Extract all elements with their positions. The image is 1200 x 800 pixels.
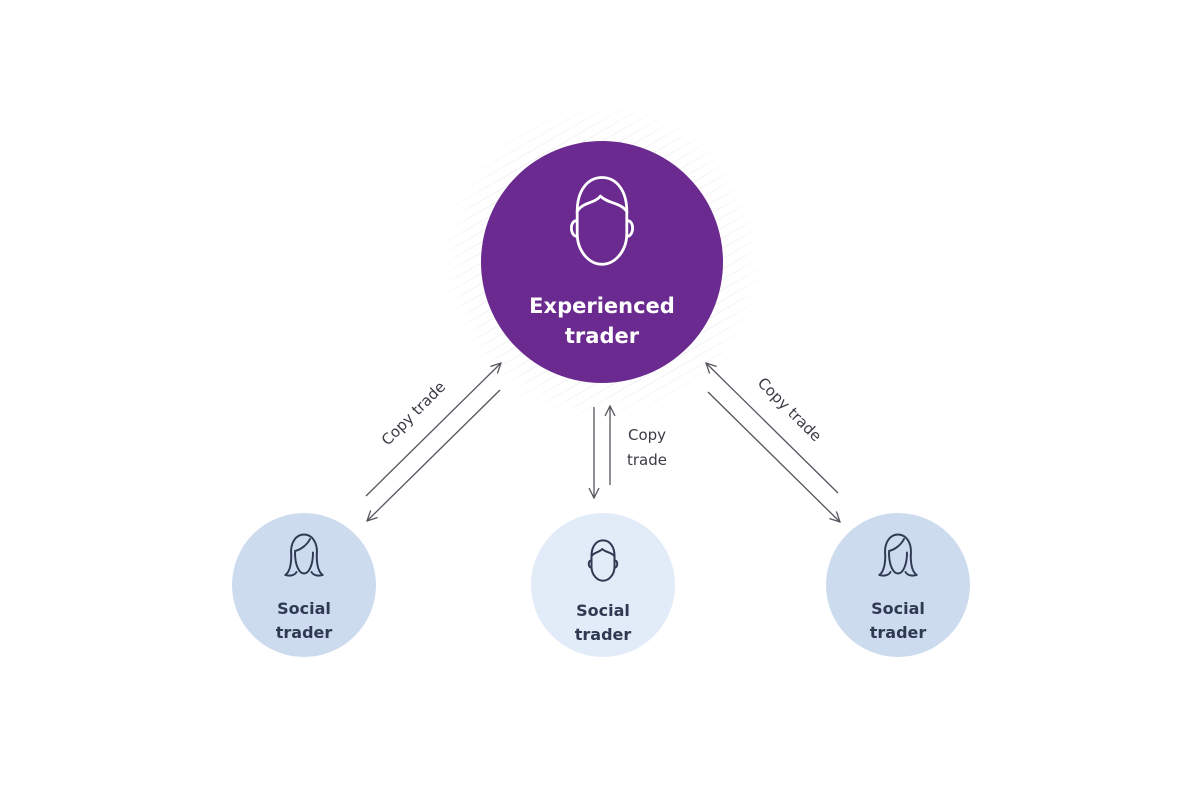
social-trader-label-line2-right: trader xyxy=(870,623,927,642)
edge-label-middle-line1: Copy xyxy=(628,426,666,444)
male-head-icon xyxy=(587,539,619,582)
social-trader-circle-right xyxy=(826,513,970,657)
female-head-icon xyxy=(284,533,324,577)
social-trader-label-line1-middle: Social xyxy=(576,601,630,620)
male-head-icon xyxy=(570,176,634,266)
experienced-trader-node: Experienced trader xyxy=(481,141,723,383)
experienced-trader-label-line2: trader xyxy=(565,324,640,348)
social-trader-node-right: Social trader xyxy=(826,513,970,657)
experienced-trader-circle xyxy=(481,141,723,383)
edges xyxy=(365,363,840,522)
left-arrow-down xyxy=(367,389,501,521)
social-trader-label-line1-right: Social xyxy=(871,599,925,618)
experienced-trader-label-line1: Experienced xyxy=(529,294,675,318)
left-arrow-up xyxy=(365,363,501,497)
edge-label-right: Copy trade xyxy=(754,374,825,445)
right-arrow-down xyxy=(707,391,840,522)
social-trader-label-line2-left: trader xyxy=(276,623,333,642)
social-trader-circle-middle xyxy=(531,513,675,657)
social-trader-node-left: Social trader xyxy=(232,513,376,657)
female-head-icon xyxy=(878,533,918,577)
right-arrow-up xyxy=(706,363,839,494)
edge-label-left: Copy trade xyxy=(378,378,449,449)
social-trader-node-middle: Social trader xyxy=(531,513,675,657)
social-trader-label-line1-left: Social xyxy=(277,599,331,618)
social-trader-circle-left xyxy=(232,513,376,657)
social-trader-label-line2-middle: trader xyxy=(575,625,632,644)
edge-label-middle-line2: trade xyxy=(627,451,667,469)
